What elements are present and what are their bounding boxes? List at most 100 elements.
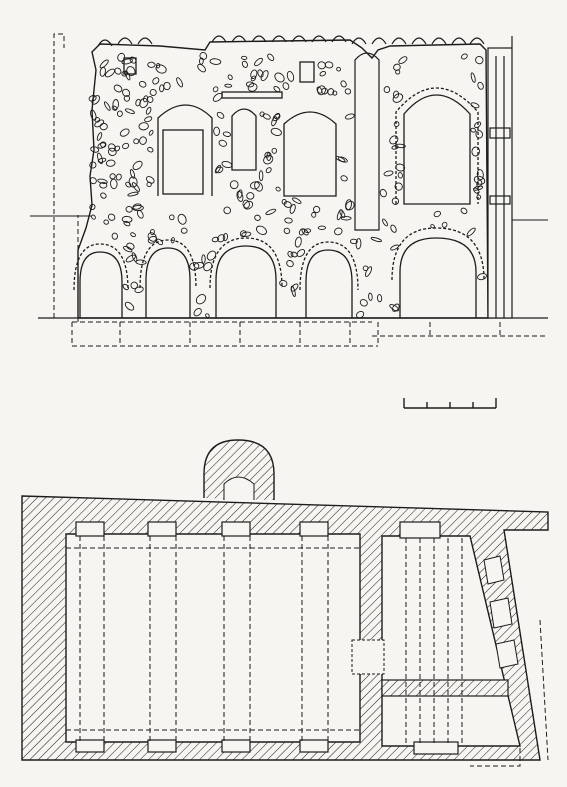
rubble-stone (113, 84, 123, 93)
rubble-stone (460, 207, 468, 215)
rubble-stone (124, 301, 135, 311)
rubble-stone (216, 111, 225, 119)
rubble-stone (107, 147, 117, 157)
rubble-stone (215, 166, 224, 174)
rubble-stone (259, 111, 265, 117)
rubble-stone (193, 262, 205, 269)
rubble-stone (97, 157, 107, 163)
rubble-stone (316, 86, 323, 94)
arched-window-center (283, 111, 337, 197)
rubble-stone (324, 61, 334, 69)
merlons (97, 35, 485, 47)
rect-window-inner (162, 129, 204, 195)
rubble-stone (317, 225, 327, 230)
rubble-stone (345, 200, 355, 211)
rubble-stone (123, 245, 133, 253)
rubble-stone (245, 81, 255, 88)
rubble-stone (246, 192, 255, 200)
rubble-stone (382, 218, 388, 227)
rubble-stone (239, 230, 247, 237)
arched-window-right (403, 94, 471, 205)
rubble-stone (470, 127, 476, 133)
sill-block (221, 91, 283, 99)
rubble-stone (392, 93, 404, 103)
rubble-stone (111, 232, 118, 240)
rubble-stone (206, 250, 217, 261)
rubble-stone (124, 108, 135, 115)
right-side-frame (487, 36, 513, 319)
rubble-stone (209, 58, 222, 65)
rubble-stone (470, 72, 476, 83)
rubble-stone (345, 199, 352, 211)
connecting-doorway (351, 639, 385, 675)
rubble-stone (279, 279, 288, 287)
rubble-stone (97, 152, 103, 165)
rubble-stone (319, 70, 327, 77)
rubble-stone (89, 161, 97, 169)
arch-3 (215, 245, 277, 318)
rubble-stone (265, 208, 277, 216)
rubble-stone (393, 63, 401, 71)
rubble-stone (156, 62, 161, 69)
rubble-stone (124, 70, 131, 81)
rubble-stone (287, 251, 294, 258)
wall-niches (75, 521, 459, 755)
rubble-stone (96, 132, 103, 141)
rubble-stone (327, 88, 335, 96)
rubble-stone (121, 58, 133, 65)
rubble-stone (364, 266, 373, 277)
rubble-stone (125, 181, 132, 188)
rubble-stone (271, 147, 278, 154)
rubble-stone (461, 53, 468, 60)
rubble-stone (177, 213, 187, 225)
rubble-stone (311, 212, 317, 218)
rubble-stone (105, 159, 116, 167)
rubble-stone (250, 69, 258, 79)
arch-1 (79, 251, 123, 318)
rubble-stone (91, 95, 100, 105)
rubble-stone (222, 131, 231, 137)
rubble-stone (122, 88, 131, 97)
rubble-stone (349, 238, 358, 245)
rubble-stone (132, 160, 143, 171)
rubble-stone (99, 59, 109, 69)
rubble-stone (147, 61, 156, 68)
rubble-stone (122, 142, 130, 150)
rubble-stone (262, 113, 271, 120)
rubble-stone (379, 188, 387, 198)
rubble-stone (203, 262, 213, 272)
rubble-stone (132, 182, 140, 192)
rubble-stone (89, 177, 97, 185)
rubble-stones (88, 52, 487, 319)
rubble-stone (290, 285, 296, 297)
rubble-stone (127, 191, 139, 197)
rubble-stone (123, 220, 131, 227)
rubble-stone (368, 292, 373, 301)
rubble-stone (359, 299, 368, 307)
rubble-stone (199, 57, 204, 65)
rubble-stone (265, 167, 272, 174)
rubble-stone (340, 216, 352, 221)
rubble-stone (292, 197, 302, 204)
rubble-stone (477, 81, 484, 90)
rubble-stone (176, 77, 184, 88)
rubble-stone (156, 238, 164, 246)
rubble-stone (213, 126, 220, 136)
rubble-stone (117, 52, 126, 62)
rubble-stone (286, 70, 295, 82)
rubble-stone (149, 89, 157, 96)
rubble-stone (475, 130, 483, 139)
rubble-stone (91, 214, 96, 220)
rubble-wall-mass (77, 39, 489, 319)
rubble-stone (256, 225, 267, 235)
rubble-stone (112, 99, 119, 110)
rubble-stone (97, 178, 108, 184)
arch-2 (145, 247, 191, 318)
rubble-stone (114, 67, 122, 75)
reconstruction-outline (53, 33, 548, 347)
rubble-stone (103, 219, 110, 225)
rubble-stone (392, 90, 400, 99)
rubble-stone (275, 186, 281, 192)
rubble-stone (88, 95, 97, 102)
rubble-stone (394, 143, 406, 149)
